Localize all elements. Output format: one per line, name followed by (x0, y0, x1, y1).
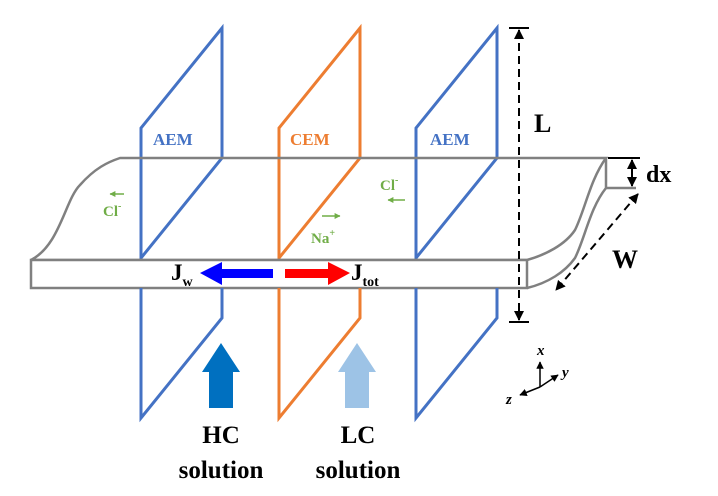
na-label: Na+ (311, 228, 335, 247)
jtot-arrow (285, 262, 350, 285)
channel-front-face (29, 258, 529, 290)
aem-left-membrane-top (139, 23, 224, 263)
jw-arrow (200, 262, 273, 285)
dim-dx-label: dx (646, 162, 671, 188)
lc-label-line2: solution (316, 457, 401, 484)
aem-right-membrane-top (414, 23, 499, 263)
axis-z-line (519, 386, 541, 396)
aem-right-membrane-bottom (414, 288, 499, 423)
cem-label: CEM (290, 130, 330, 149)
axis-z-label: z (505, 392, 512, 408)
hc-label-line2: solution (179, 457, 264, 484)
cl-left-label: Cl- (103, 201, 121, 220)
jtot-label: Jtot (351, 260, 379, 290)
cem-membrane-bottom (277, 288, 362, 423)
dim-w-line (555, 193, 639, 291)
aem-left-membrane-bottom (139, 288, 224, 423)
axis-y-label: y (560, 365, 569, 381)
cem-membrane-top (277, 23, 362, 263)
lc-arrow (338, 343, 376, 408)
jw-label: Jw (171, 260, 194, 290)
cl-right-label: Cl- (380, 175, 398, 194)
hc-arrow (202, 343, 240, 408)
hc-label-line1: HC (202, 422, 240, 449)
axis-y-line (539, 374, 559, 388)
axis-x-label: x (536, 343, 545, 359)
aem-left-label: AEM (153, 130, 193, 149)
lc-label-line1: LC (341, 422, 376, 449)
dim-w-label: W (612, 245, 638, 274)
aem-right-label: AEM (430, 130, 470, 149)
dim-l-label: L (534, 109, 551, 138)
